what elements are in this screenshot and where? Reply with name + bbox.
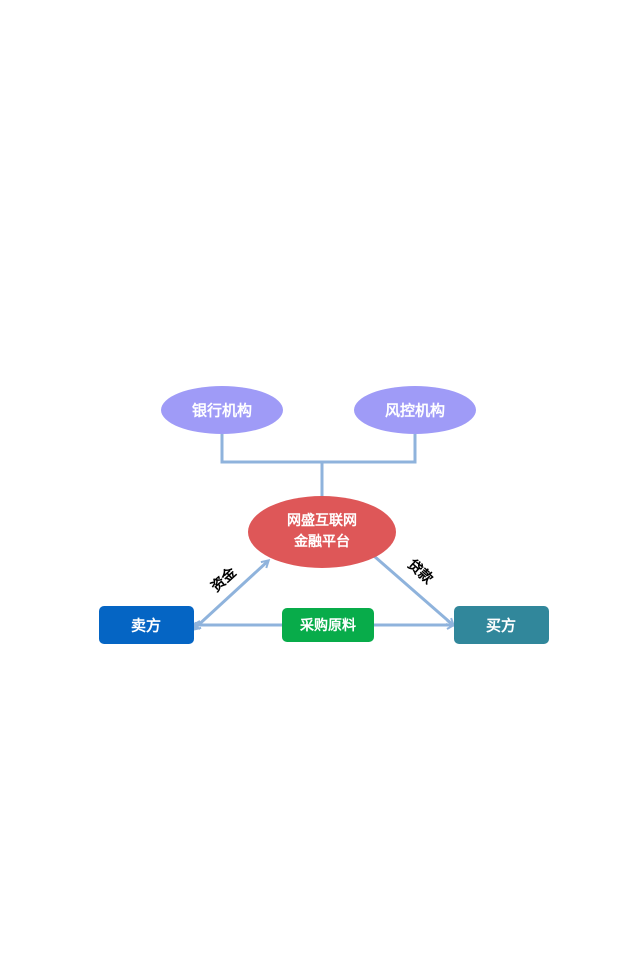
connector-risk-branch	[322, 434, 417, 464]
platform-label-line2: 金融平台	[293, 533, 350, 550]
platform-node: 网盛互联网 金融平台	[248, 496, 396, 568]
purchase-node: 采购原料	[282, 608, 374, 642]
risk-control-label: 风控机构	[385, 402, 445, 420]
purchase-label: 采购原料	[299, 617, 356, 634]
buyer-label: 买方	[486, 617, 516, 635]
seller-node: 卖方	[99, 606, 194, 644]
loan-label: 贷款	[404, 556, 437, 588]
institution-connector	[220, 434, 417, 497]
platform-ellipse	[248, 496, 396, 568]
connector-bank-branch	[220, 434, 322, 464]
risk-control-ellipse	[354, 386, 476, 434]
arrow-loan	[373, 554, 453, 625]
seller-label: 卖方	[131, 617, 161, 635]
arrow-funds	[194, 561, 268, 629]
purchase-box	[282, 608, 374, 642]
bank-label: 银行机构	[192, 402, 252, 420]
risk-control-node: 风控机构	[354, 386, 476, 434]
buyer-box	[454, 606, 549, 644]
bank-node: 银行机构	[161, 386, 283, 434]
seller-box	[99, 606, 194, 644]
buyer-node: 买方	[454, 606, 549, 644]
platform-label-line1: 网盛互联网	[287, 512, 357, 529]
bank-ellipse	[161, 386, 283, 434]
